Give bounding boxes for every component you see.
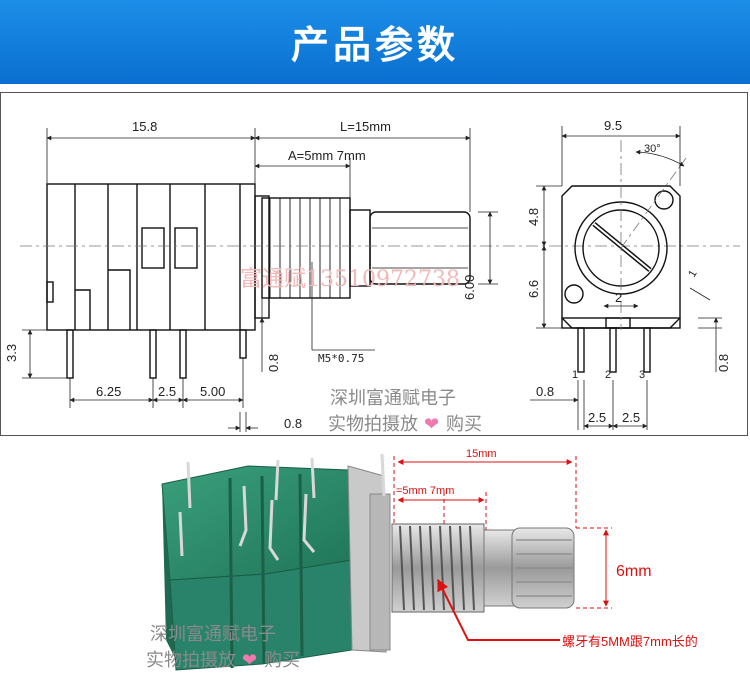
dim-side-upper-height: 4.8 bbox=[526, 208, 541, 226]
side-dimensions bbox=[530, 126, 722, 430]
photo-heart-icon: ❤ bbox=[242, 650, 257, 671]
dim-pin-spacing-1: 6.25 bbox=[96, 384, 121, 399]
watermark-shop-line2-right: 购买 bbox=[446, 414, 482, 435]
dim-shaft-length: L=15mm bbox=[340, 119, 391, 134]
watermark-shop-line1: 深圳富通赋电子 bbox=[330, 388, 456, 409]
photo-watermark-line2-right: 购买 bbox=[264, 650, 300, 671]
pin-label-1: 1 bbox=[572, 369, 578, 381]
dim-side-lower-height: 6.6 bbox=[526, 280, 541, 298]
dim-thread-length: A=5mm 7mm bbox=[288, 148, 366, 163]
heart-icon: ❤ bbox=[424, 414, 439, 435]
dim-pin-thickness: 0.8 bbox=[266, 354, 281, 372]
dim-side-center-gap: 2 bbox=[615, 290, 622, 305]
front-dimensions bbox=[22, 128, 498, 432]
dim-side-pin-spacing-2: 2.5 bbox=[622, 410, 640, 425]
photo-thread-length: =5mm 7mm bbox=[396, 485, 454, 497]
photo-watermark-line1: 深圳富通赋电子 bbox=[150, 624, 276, 645]
dim-pin-spacing-2: 2.5 bbox=[158, 384, 176, 399]
dim-shaft-diameter: 6.00 bbox=[462, 275, 477, 300]
dim-side-width: 9.5 bbox=[604, 118, 622, 133]
photo-shaft-length: 15mm bbox=[466, 448, 497, 460]
dim-pin-height: 3.3 bbox=[4, 344, 19, 362]
dim-side-pin-thickness-right: 0.8 bbox=[716, 354, 731, 372]
dim-pin-spacing-3: 5.00 bbox=[200, 384, 225, 399]
watermark-phone: 富通赋13510972738 bbox=[240, 267, 460, 292]
photo-note: 螺牙有5MM跟7mm长的 bbox=[562, 634, 698, 649]
page-title: 产品参数 bbox=[290, 23, 459, 67]
product-photo bbox=[161, 453, 575, 671]
photo-shaft-diameter: 6mm bbox=[616, 563, 652, 580]
pin-label-2: 2 bbox=[605, 369, 611, 381]
photo-annotations bbox=[393, 456, 612, 641]
watermark-shop-line2-left: 实物拍摄放 bbox=[328, 414, 418, 435]
dim-side-pin-thickness-left: 0.8 bbox=[536, 384, 554, 399]
header-banner: 产品参数 bbox=[0, 0, 750, 84]
photo-watermark-line2-left: 实物拍摄放 bbox=[146, 650, 236, 671]
dim-thread-spec: M5*0.75 bbox=[318, 352, 364, 365]
drawing-frame bbox=[0, 92, 748, 436]
dim-side-angle: 30° bbox=[644, 143, 661, 155]
dim-bottom-offset: 0.8 bbox=[284, 416, 302, 431]
pin-label-3: 3 bbox=[639, 369, 645, 381]
dim-side-marker: 1 bbox=[686, 268, 699, 279]
dim-body-length: 15.8 bbox=[132, 119, 157, 134]
dim-side-pin-spacing-1: 2.5 bbox=[588, 410, 606, 425]
